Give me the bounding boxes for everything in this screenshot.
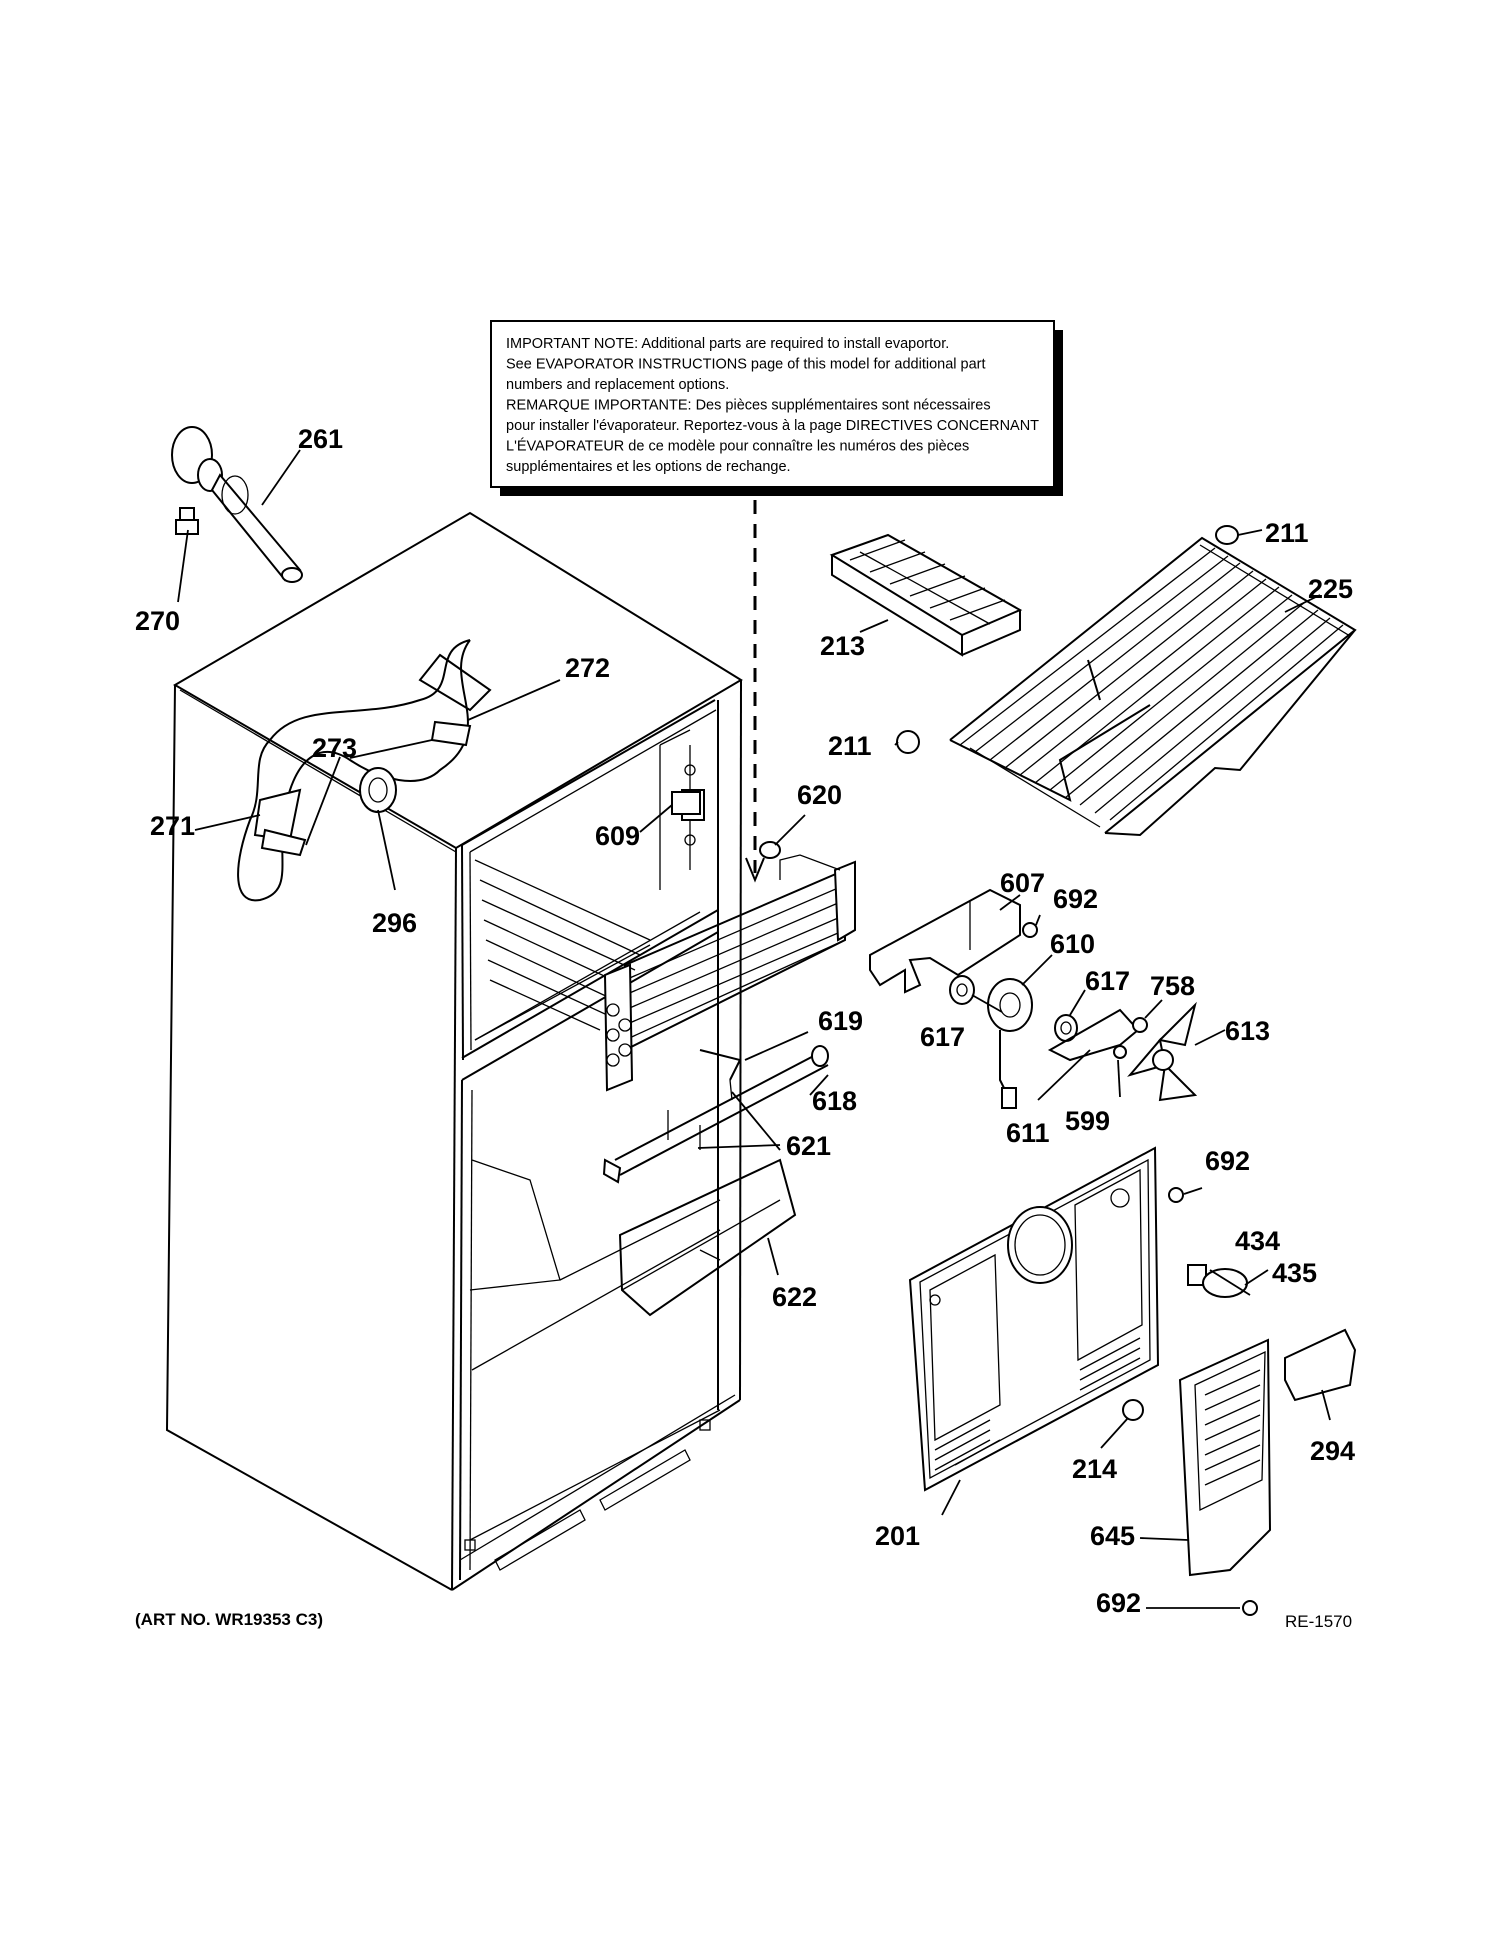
part-613-fan-blade: [1127, 1001, 1198, 1102]
callout-434: 434: [1235, 1226, 1280, 1256]
part-225-wire-shelf: [949, 536, 1357, 837]
callout-619: 619: [818, 1006, 863, 1036]
part-294-lamp-shield: [1284, 1328, 1357, 1402]
reference-code-label: RE-1570: [1285, 1612, 1352, 1631]
note-line-3: numbers and replacement options.: [506, 377, 729, 393]
callout-621: 621: [786, 1131, 831, 1161]
part-213-ice-tray: [829, 533, 1023, 657]
callout-620: 620: [797, 780, 842, 810]
callout-273: 273: [312, 733, 357, 763]
callout-599: 599: [1065, 1106, 1110, 1136]
callout-692-bottom: 692: [1096, 1588, 1141, 1618]
callout-211-top: 211: [1265, 518, 1309, 548]
callout-645: 645: [1090, 1521, 1135, 1551]
part-621-heater-clips: [667, 1079, 733, 1150]
callout-607: 607: [1000, 868, 1045, 898]
callout-225: 225: [1308, 574, 1353, 604]
note-line-5: pour installer l'évaporateur. Reportez-v…: [506, 418, 1039, 434]
part-758-screw: [1132, 1017, 1148, 1033]
part-618-defrost-heater: [602, 1045, 829, 1184]
callout-609: 609: [595, 821, 640, 851]
note-line-6: L'ÉVAPORATEUR de ce modèle pour connaîtr…: [506, 438, 969, 455]
part-261-fill-tube: [171, 426, 303, 583]
leader-lines: [177, 449, 1331, 1609]
part-272-273-271-296-harness: [237, 639, 492, 902]
callout-692-upper: 692: [1053, 884, 1098, 914]
callout-270: 270: [135, 606, 180, 636]
callout-213: 213: [820, 631, 865, 661]
callout-296: 296: [372, 908, 417, 938]
important-note-box: IMPORTANT NOTE: Additional parts are req…: [490, 320, 1063, 496]
note-line-7: supplémentaires et les options de rechan…: [506, 459, 791, 475]
callout-611: 611: [1006, 1118, 1050, 1148]
callout-294: 294: [1310, 1436, 1355, 1466]
part-611-motor-bracket: [1047, 1008, 1140, 1062]
part-622-drain-trough: [618, 1158, 797, 1317]
part-692-screw-a: [1022, 922, 1038, 938]
callout-617-right: 617: [1085, 966, 1130, 996]
callout-435: 435: [1272, 1258, 1317, 1288]
callout-214: 214: [1072, 1454, 1117, 1484]
part-607-fan-bracket: [869, 888, 1021, 994]
part-270-screw: [175, 507, 199, 535]
note-line-1: IMPORTANT NOTE: Additional parts are req…: [506, 336, 949, 352]
part-620-thermostat-bulb: [759, 841, 781, 859]
part-609-control: [671, 791, 701, 815]
note-line-4: REMARQUE IMPORTANTE: Des pièces suppléme…: [506, 398, 991, 414]
callout-758: 758: [1150, 971, 1195, 1001]
callout-261: 261: [298, 424, 343, 454]
callout-201: 201: [875, 1521, 920, 1551]
part-214-plug: [1122, 1399, 1144, 1421]
callout-613: 613: [1225, 1016, 1270, 1046]
part-evaporator: [603, 854, 856, 1092]
note-line-2: See EVAPORATOR INSTRUCTIONS page of this…: [506, 357, 986, 373]
part-692-screw-b: [1168, 1187, 1184, 1203]
part-211-shelf-support-top: [1215, 525, 1239, 545]
callout-labels: 261 270 272 273 271 296 609 620 211 225 …: [135, 424, 1355, 1618]
art-number-label: (ART NO. WR19353 C3): [135, 1610, 323, 1629]
part-610-fan-motor: [987, 978, 1033, 1109]
callout-610: 610: [1050, 929, 1095, 959]
callout-211-bottom: 211: [828, 731, 872, 761]
part-599-clip: [1113, 1045, 1127, 1059]
part-435-light-bulb: [1202, 1268, 1248, 1298]
note-pointer-arrowhead: [745, 857, 765, 883]
callout-692-middle: 692: [1205, 1146, 1250, 1176]
part-201-evaporator-cover: [908, 1146, 1160, 1492]
part-692-screw-c: [1242, 1600, 1258, 1616]
callout-271: 271: [150, 811, 195, 841]
callout-622: 622: [772, 1282, 817, 1312]
part-211-shelf-support-bottom: [896, 730, 920, 754]
part-645-duct-cover: [1178, 1338, 1272, 1577]
callout-617-left: 617: [920, 1022, 965, 1052]
callout-618: 618: [812, 1086, 857, 1116]
part-619-clip: [699, 1049, 742, 1081]
part-617-grommet-left: [949, 975, 975, 1005]
refrigerator-cabinet: [165, 511, 743, 1591]
callout-272: 272: [565, 653, 610, 683]
